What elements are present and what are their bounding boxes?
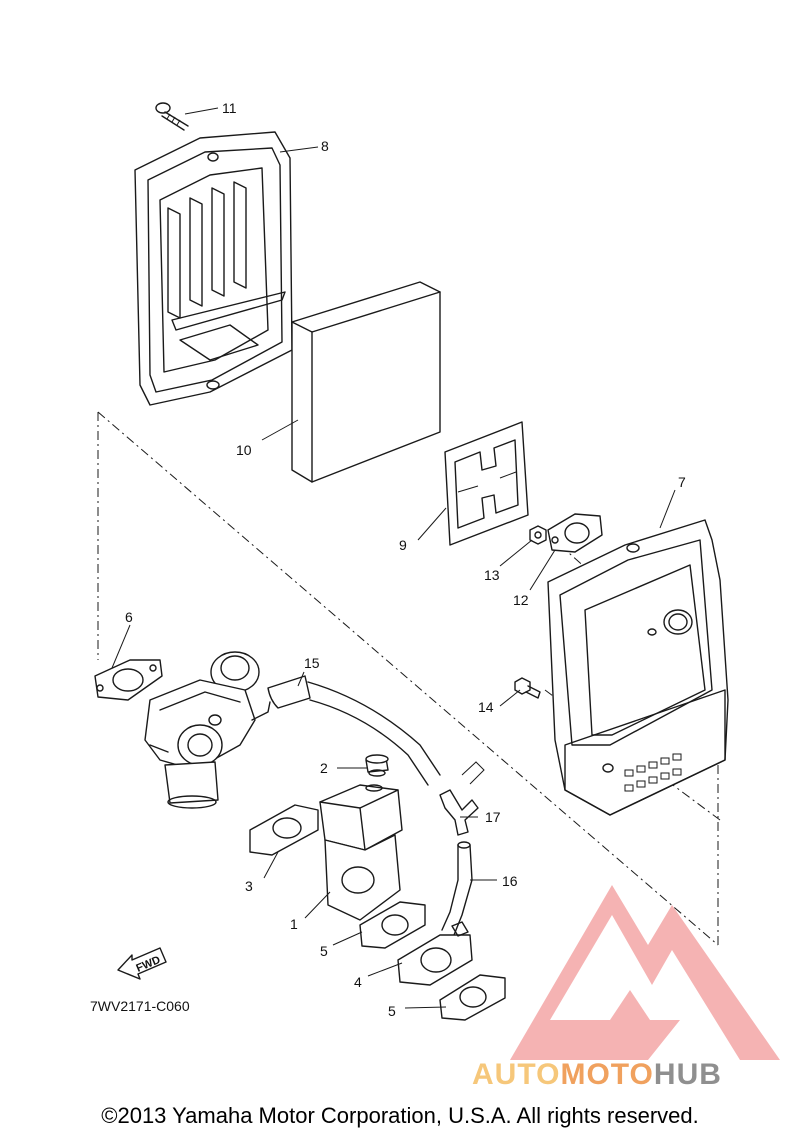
callout-17: 17 — [485, 809, 501, 825]
hose-part-15[interactable] — [267, 675, 441, 786]
callout-14: 14 — [478, 699, 494, 715]
callout-numbers: 11 8 10 9 7 13 12 14 6 15 2 17 16 3 1 5 … — [90, 100, 686, 1019]
grommet-part-2[interactable] — [365, 754, 389, 777]
bracket-part-1[interactable] — [319, 784, 403, 921]
callout-5-upper: 5 — [320, 943, 328, 959]
joint-part-4[interactable] — [397, 921, 473, 986]
watermark-word-hub: HUB — [653, 1058, 722, 1091]
filter-plate-part-9[interactable] — [444, 421, 529, 546]
t-joint-part-17[interactable] — [439, 761, 485, 836]
callout-12: 12 — [513, 592, 529, 608]
bolt-part-14[interactable] — [514, 677, 541, 699]
callout-8: 8 — [321, 138, 329, 154]
callout-4: 4 — [354, 974, 362, 990]
carburetor-assembly[interactable] — [144, 651, 271, 809]
callout-11: 11 — [222, 100, 237, 116]
gasket-part-12[interactable] — [547, 513, 603, 553]
air-cleaner-cover-part-7[interactable] — [547, 519, 729, 816]
cover-vent-slots — [624, 753, 682, 792]
callout-10: 10 — [236, 442, 252, 458]
callout-1: 1 — [290, 916, 298, 932]
callout-7: 7 — [678, 474, 686, 490]
nut-part-13[interactable] — [529, 525, 547, 545]
callout-6: 6 — [125, 609, 133, 625]
watermark-logo — [510, 885, 780, 1060]
callout-16: 16 — [502, 873, 518, 889]
gasket-part-6[interactable] — [94, 659, 163, 701]
watermark-word-moto: MOTO — [560, 1058, 654, 1091]
gasket-part-3[interactable] — [249, 804, 319, 856]
gasket-part-5-upper[interactable] — [359, 901, 426, 949]
callout-13: 13 — [484, 567, 500, 583]
callout-9: 9 — [399, 537, 407, 553]
hose-part-16[interactable] — [441, 841, 473, 936]
callout-2: 2 — [320, 760, 328, 776]
fwd-arrow-icon: FWD — [117, 947, 167, 980]
air-filter-element-part-10[interactable] — [291, 281, 441, 483]
air-cleaner-case-part-8[interactable] — [134, 131, 293, 406]
drawing-code: 7WV2171-C060 — [90, 998, 190, 1014]
copyright-notice: ©2013 Yamaha Motor Corporation, U.S.A. A… — [101, 1103, 699, 1128]
callout-5-lower: 5 — [388, 1003, 396, 1019]
watermark-wordmark: AUTOMOTOHUB — [472, 1058, 722, 1092]
leader-lines — [111, 107, 676, 1009]
callout-15: 15 — [304, 655, 320, 671]
callout-3: 3 — [245, 878, 253, 894]
watermark-word-auto: AUTO — [472, 1058, 561, 1091]
gasket-part-5-lower[interactable] — [439, 974, 506, 1021]
screw-part-11[interactable] — [155, 102, 189, 131]
